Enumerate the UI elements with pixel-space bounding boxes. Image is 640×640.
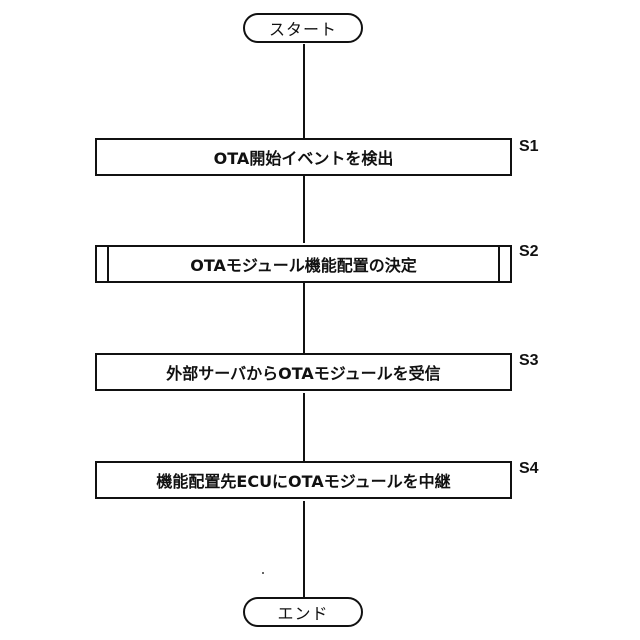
- step-s3-label: 外部サーバからOTAモジュールを受信: [166, 360, 440, 384]
- step-s4-id: S4: [519, 460, 539, 478]
- start-terminal: スタート: [243, 13, 363, 43]
- connector-s4-end: [303, 501, 305, 597]
- step-s2-id: S2: [519, 243, 539, 261]
- connector-s1-s2: [303, 176, 305, 243]
- step-s4-label: 機能配置先ECUにOTAモジュールを中継: [156, 468, 450, 492]
- predefined-process-bar-left: [107, 247, 109, 281]
- connector-s2-s3: [303, 283, 305, 353]
- connector-s3-s4: [303, 393, 305, 461]
- predefined-process-bar-right: [498, 247, 500, 281]
- connector-start-s1: [303, 44, 305, 138]
- start-label: スタート: [269, 16, 337, 40]
- end-label: エンド: [277, 600, 328, 624]
- step-s1-box: OTA開始イベントを検出: [95, 138, 512, 176]
- step-s4-box: 機能配置先ECUにOTAモジュールを中継: [95, 461, 512, 499]
- end-terminal: エンド: [243, 597, 363, 627]
- step-s2-label: OTAモジュール機能配置の決定: [190, 252, 417, 276]
- step-s3-id: S3: [519, 352, 539, 370]
- step-s2-box: OTAモジュール機能配置の決定: [95, 245, 512, 283]
- step-s1-label: OTA開始イベントを検出: [214, 145, 394, 169]
- scan-speck: [262, 572, 264, 574]
- step-s3-box: 外部サーバからOTAモジュールを受信: [95, 353, 512, 391]
- step-s1-id: S1: [519, 138, 539, 156]
